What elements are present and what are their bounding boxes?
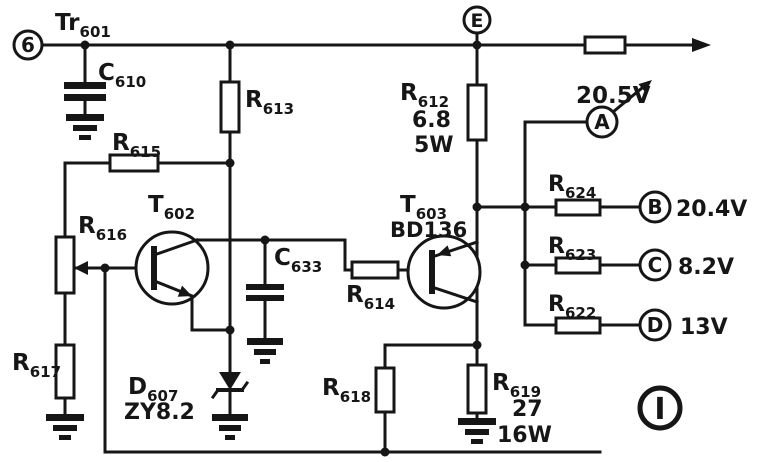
label-d607: D607 [128,374,178,405]
terminal-c: C [638,248,672,282]
junction-dots [80,40,530,457]
label-r619-power: 16W [497,423,552,448]
label-t602: T602 [148,192,195,223]
terminal-c-circle [638,248,672,282]
terminal-6: 6 [12,29,44,61]
t602-collector-lead [155,238,199,256]
d607-zener-wing-right [239,380,250,393]
capacitor-c633 [246,284,284,301]
terminal-d-circle [638,308,672,342]
terminal-e-label: E [471,10,484,32]
voltage-d: 13V [680,315,728,340]
resistor-r616 [54,235,76,295]
transistor-t603 [406,234,482,310]
label-r613: R613 [245,87,294,118]
t603-emitter-arrow-icon [437,245,452,257]
label-c633: C633 [274,245,322,276]
label-r612-value: 6.8 [412,108,451,133]
terminal-e: E [462,5,492,35]
t602-body-circle [134,230,210,306]
resistor-r618 [374,366,396,414]
wire-bottom-feedback [103,266,602,454]
terminal-a-label: A [594,110,610,134]
label-c610: C610 [98,60,146,91]
label-d607-type: ZY8.2 [124,400,195,425]
ground-r619-icon [458,418,496,444]
c610-plate-top [64,82,106,89]
resistor-r619 [466,363,488,415]
resistor-r617 [54,343,76,400]
wire-r618-branch [383,343,479,454]
label-t603: T603 [400,192,447,223]
terminal-b: B [638,190,672,224]
t602-emitter-arrow-icon [177,285,192,297]
label-r618: R618 [322,375,371,406]
terminal-b-circle [638,190,672,224]
label-r622: R622 [548,292,596,322]
label-r619-value: 27 [512,397,543,422]
label-r624: R624 [548,172,596,202]
label-tr601: Tr601 [55,10,111,41]
terminal-c-label: C [648,253,663,277]
terminal-i: I [637,385,683,431]
c633-plate-top [246,284,284,290]
wire-t602-emitter [190,294,232,332]
t603-base-bar [429,250,435,294]
resistor-r624 [554,198,602,217]
label-r612: R612 [400,80,449,111]
t602-base-bar [151,246,157,290]
ground-divider-icon [46,414,84,440]
c610-plate-bottom [64,94,106,101]
resistor-r612 [466,83,488,142]
label-r619: R619 [492,370,541,401]
top-rail-arrowhead-icon [692,38,711,52]
resistor-r614 [350,260,400,280]
zener-diode-d607 [210,372,250,400]
resistor-r623 [554,256,602,275]
voltage-a: 20.5V [576,83,651,109]
voltage-c: 8.2V [678,255,734,280]
resistor-top-rail [583,35,627,55]
label-r615: R615 [112,130,161,161]
resistor-r622 [554,316,602,335]
terminal-b-label: B [647,195,662,219]
label-r614: R614 [346,282,395,313]
r616-wiper-arrow-icon [74,261,88,275]
terminal-i-label: I [654,392,665,427]
transistor-t602 [134,230,210,306]
c633-plate-bottom [246,295,284,301]
terminal-6-label: 6 [21,33,35,57]
label-r623: R623 [548,234,596,264]
terminal-d: D [638,308,672,342]
terminal-a-circle [585,105,619,139]
label-r617: R617 [12,350,61,381]
terminal-e-circle [462,5,492,35]
label-r612-power: 5W [414,133,454,158]
ground-d607-icon [212,414,248,440]
label-r616: R616 [78,213,127,244]
terminal-a: A [585,105,619,139]
t603-body-circle [406,234,482,310]
voltage-b: 20.4V [676,197,747,222]
terminal-i-circle [637,385,683,431]
capacitor-c610 [64,82,106,101]
a-switch-arrowhead-icon [638,80,652,93]
resistor-r613 [219,80,241,134]
label-t603-part: BD136 [390,218,467,242]
terminal-d-label: D [647,313,664,337]
terminal-6-circle [12,29,44,61]
ground-c610-icon [66,114,104,140]
resistor-r615 [108,153,160,173]
d607-zener-wing-left [210,387,221,400]
d607-triangle [219,372,241,390]
t603-collector-lead [433,286,479,304]
ground-c633-icon [247,338,283,364]
